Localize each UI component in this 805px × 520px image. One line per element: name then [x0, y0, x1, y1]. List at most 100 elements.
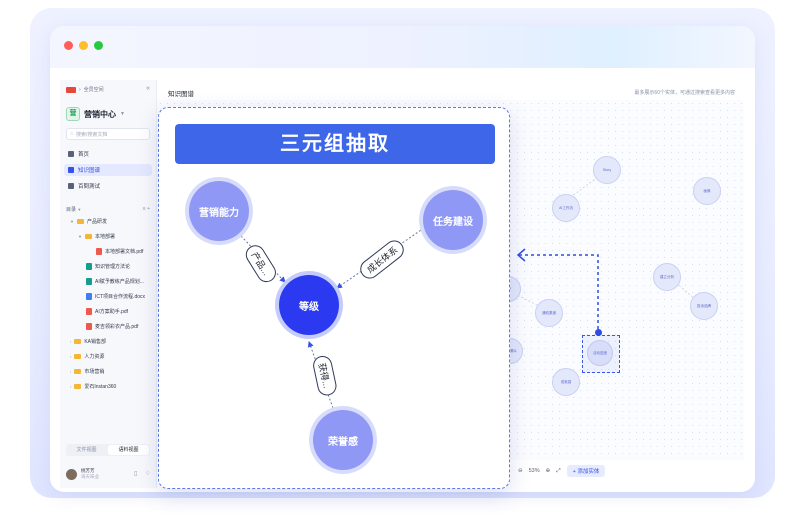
sidebar-item-label: 首页 — [78, 152, 90, 158]
tree-file[interactable]: 知识管理方法论 — [86, 263, 130, 270]
tree-file[interactable]: 麦吉领彩衣产品.pdf — [86, 323, 138, 330]
maximize-window-dot[interactable] — [94, 41, 103, 50]
directory-actions[interactable]: ≡ + — [142, 206, 150, 212]
folder-icon — [74, 354, 82, 359]
triple-extraction-card: 三元组抽取 营销能力 任务建设 等级 荣誉感 产品... 成长体系 获得... — [158, 107, 510, 489]
chevron-down-icon: ▼ — [70, 219, 74, 224]
app-logo-icon — [66, 86, 76, 93]
sidebar: › 全员空间 « 营 营销中心 ▼ ○ 搜索/搜索文档 首页 知识图谱 百問測试… — [60, 80, 157, 488]
page-title: 知识图谱 — [168, 91, 194, 98]
tree-folder[interactable]: › 爱石Instan360 — [70, 383, 116, 390]
graph-node[interactable]: 投诉品牌 — [690, 292, 718, 320]
tree-label: AI赋予教练产品规划... — [95, 279, 144, 285]
space-name: 营销中心 — [84, 109, 116, 119]
breadcrumb-label[interactable]: 全员空间 — [83, 87, 104, 93]
folder-icon — [74, 339, 82, 344]
tree-label: 本地部署文档.pdf — [105, 249, 144, 255]
user-actions[interactable]: ▯ ♢ — [134, 471, 154, 477]
canvas-toolbar: ⊖ 53% ⊕ ⤢ + 添加实体 — [518, 465, 606, 477]
tree-label: 爱石Instan360 — [84, 384, 117, 390]
entity-node-honor[interactable]: 荣誉感 — [313, 410, 373, 470]
add-entity-button[interactable]: + 添加实体 — [566, 465, 606, 477]
graph-node[interactable]: AI工作流 — [552, 194, 580, 222]
chevron-right-icon: › — [79, 86, 81, 93]
user-org: 海天味业 — [81, 474, 99, 479]
tree-folder[interactable]: ▼ 产品研发 — [70, 218, 107, 225]
entity-limit-hint: 最多展示60个实体，可通过搜索查看更多内容 — [634, 90, 735, 96]
chevron-down-icon: ▼ — [77, 207, 82, 212]
title-bar — [50, 26, 755, 68]
tree-label: 知识管理方法论 — [95, 264, 131, 270]
doc-file-icon — [86, 263, 92, 270]
home-icon — [68, 151, 74, 157]
tree-label: AI方案助手.pdf — [95, 309, 129, 315]
tree-label: 本地部署 — [94, 234, 115, 240]
selected-node-box[interactable] — [582, 335, 620, 373]
close-window-dot[interactable] — [64, 41, 73, 50]
user-name: 桃芳芳 — [81, 468, 95, 473]
doc-file-icon — [86, 278, 92, 285]
search-icon: ○ — [70, 131, 74, 137]
document-icon — [68, 183, 74, 189]
tree-folder[interactable]: › 市场营销 — [70, 368, 104, 375]
tree-folder[interactable]: ▼ 本地部署 — [78, 233, 115, 240]
tree-folder[interactable]: › KA销售部 — [70, 338, 106, 345]
graph-node[interactable]: 活动进度 — [587, 340, 613, 366]
pdf-file-icon — [96, 248, 102, 255]
folder-icon — [84, 234, 92, 239]
sidebar-item-home[interactable]: 首页 — [64, 148, 152, 160]
minimize-window-dot[interactable] — [79, 41, 88, 50]
tab-file-view[interactable]: 文件视图 — [76, 447, 97, 453]
graph-node[interactable]: 成就感 — [552, 368, 580, 396]
tab-corpus-view[interactable]: 语料视图 — [108, 445, 149, 455]
sidebar-item-label: 知识图谱 — [78, 168, 101, 174]
graph-icon — [68, 167, 74, 173]
chevron-down-icon: ▼ — [78, 234, 82, 239]
tree-file[interactable]: AI赋予教练产品规划... — [86, 278, 144, 285]
graph-node[interactable]: Story — [593, 156, 621, 184]
zoom-level: 53% — [528, 468, 540, 474]
space-badge: 营 — [66, 107, 80, 121]
entity-node-task-building[interactable]: 任务建设 — [423, 190, 483, 250]
tree-label: KA销售部 — [84, 339, 107, 345]
word-file-icon — [86, 293, 92, 300]
graph-node[interactable]: 画像 — [693, 177, 721, 205]
zoom-out-icon[interactable]: ⊖ — [518, 468, 523, 474]
zoom-in-icon[interactable]: ⊕ — [545, 468, 551, 474]
tree-folder[interactable]: › 人力资源 — [70, 353, 104, 360]
tree-label: ICT项目合作流程.docx — [95, 294, 146, 300]
sidebar-item-qa-test[interactable]: 百問測试 — [64, 180, 152, 192]
folder-icon — [76, 219, 84, 224]
card-title: 三元组抽取 — [175, 124, 495, 164]
chevron-right-icon: › — [70, 354, 72, 359]
graph-node[interactable]: 通知渠道 — [535, 299, 563, 327]
tree-label: 产品研发 — [86, 219, 107, 225]
user-profile[interactable]: 桃芳芳 海天味业 — [66, 468, 99, 480]
view-tabs: 文件视图 语料视图 — [66, 444, 150, 456]
folder-icon — [74, 369, 82, 374]
graph-node[interactable]: 建立分析 — [653, 263, 681, 291]
breadcrumb: › 全员空间 — [66, 86, 104, 93]
tree-file[interactable]: AI方案助手.pdf — [86, 308, 128, 315]
space-selector[interactable]: 营 营销中心 ▼ — [66, 107, 125, 121]
chevron-right-icon: › — [70, 369, 72, 374]
pdf-file-icon — [86, 323, 92, 330]
collapse-sidebar-icon[interactable]: « — [146, 85, 150, 92]
fit-screen-icon[interactable]: ⤢ — [556, 467, 561, 474]
directory-header: 目录 ▼ ≡ + — [66, 206, 152, 213]
tree-label: 人力资源 — [84, 354, 105, 360]
sidebar-item-knowledge-graph[interactable]: 知识图谱 — [64, 164, 152, 176]
entity-node-marketing-ability[interactable]: 营销能力 — [189, 181, 249, 241]
search-input[interactable]: ○ 搜索/搜索文档 — [66, 128, 150, 140]
connection-handle[interactable] — [595, 329, 602, 336]
tree-label: 市场营销 — [84, 369, 105, 375]
directory-label: 目录 — [66, 207, 77, 213]
chevron-right-icon: › — [70, 384, 72, 389]
tree-file[interactable]: ICT项目合作流程.docx — [86, 293, 145, 300]
search-placeholder: 搜索/搜索文档 — [76, 131, 108, 138]
sidebar-item-label: 百問測试 — [78, 184, 101, 190]
tree-label: 麦吉领彩衣产品.pdf — [95, 324, 139, 330]
tree-file[interactable]: 本地部署文档.pdf — [96, 248, 143, 255]
entity-node-level[interactable]: 等级 — [279, 275, 339, 335]
user-info: 桃芳芳 海天味业 — [81, 468, 99, 480]
